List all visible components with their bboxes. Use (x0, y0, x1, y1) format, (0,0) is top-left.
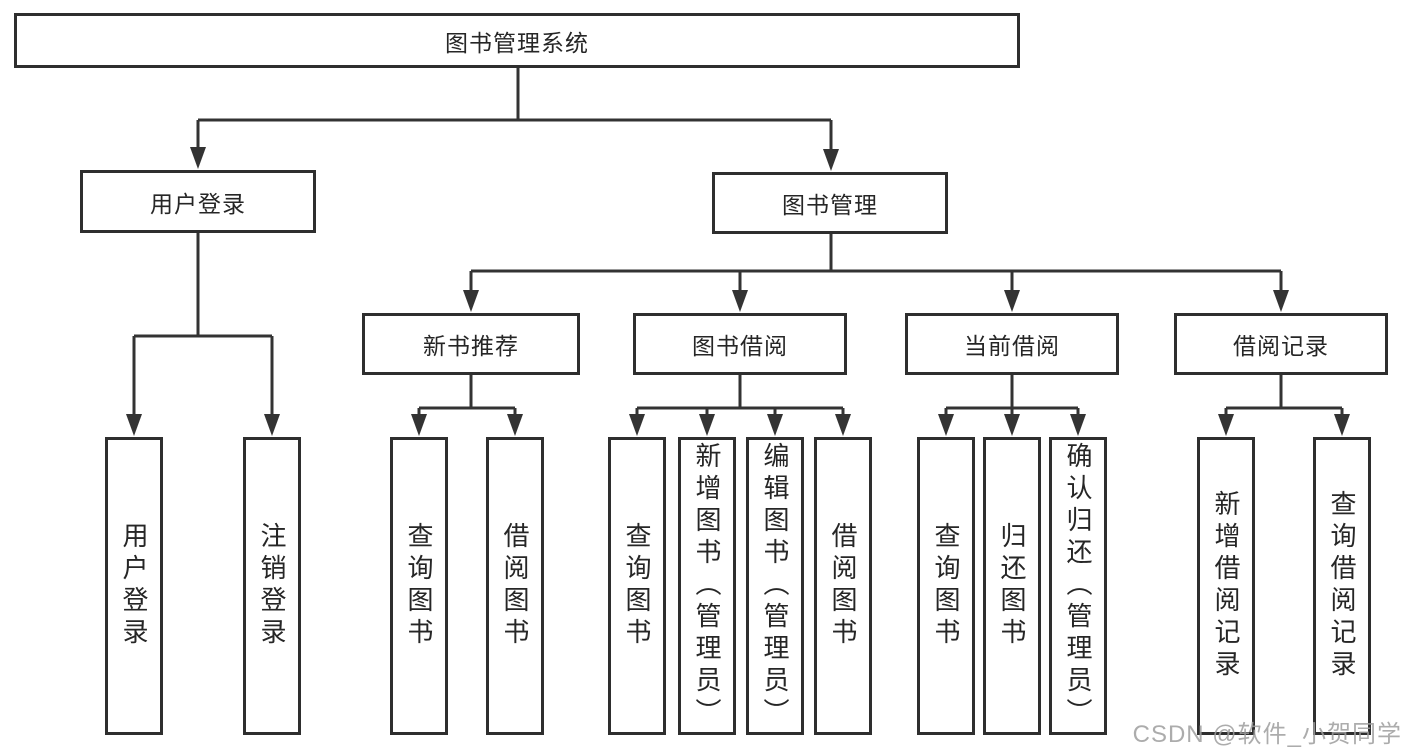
leaf-borrow-books: 借阅图书 (814, 437, 872, 735)
leaf-query-books-recommend: 查询图书 (390, 437, 448, 735)
leaf-user-login: 用户登录 (105, 437, 163, 735)
leaf-add-books-admin: 新增图书（管理员） (678, 437, 736, 735)
arrowhead (823, 149, 839, 171)
arrowhead (126, 414, 142, 436)
node-label: 新书推荐 (423, 333, 519, 359)
node-current-borrowing: 当前借阅 (905, 313, 1119, 375)
arrowhead (190, 147, 206, 169)
arrowhead (264, 414, 280, 436)
csdn-watermark: CSDN @软件_小贺同学 (1132, 721, 1402, 747)
node-label: 借阅图书 (828, 522, 858, 650)
node-root-library-management-system: 图书管理系统 (14, 13, 1020, 68)
leaf-add-borrow-record: 新增借阅记录 (1197, 437, 1255, 735)
node-book-management: 图书管理 (712, 172, 948, 234)
node-label: 图书借阅 (692, 333, 788, 359)
leaf-query-borrow-record: 查询借阅记录 (1313, 437, 1371, 735)
arrowhead (1273, 290, 1289, 312)
arrowhead (507, 414, 523, 436)
node-label: 归还图书 (997, 522, 1027, 650)
node-label: 查询借阅记录 (1327, 490, 1357, 682)
node-label: 用户登录 (150, 190, 246, 217)
arrow-stems (132, 120, 1344, 416)
arrowhead (767, 414, 783, 436)
node-label: 确认归还（管理员） (1063, 442, 1093, 730)
connector-segments (134, 68, 1342, 410)
node-label: 图书管理系统 (445, 29, 589, 56)
node-label: 用户登录 (119, 522, 149, 650)
arrowhead (1070, 414, 1086, 436)
node-book-borrowing: 图书借阅 (633, 313, 847, 375)
node-label: 查询图书 (931, 522, 961, 650)
node-label: 当前借阅 (964, 333, 1060, 359)
node-label: 新增图书（管理员） (692, 442, 722, 730)
leaf-logout: 注销登录 (243, 437, 301, 735)
leaf-edit-books-admin: 编辑图书（管理员） (746, 437, 804, 735)
arrowhead (938, 414, 954, 436)
arrowhead (463, 290, 479, 312)
node-borrowing-records: 借阅记录 (1174, 313, 1388, 375)
arrowhead (699, 414, 715, 436)
arrowhead (732, 290, 748, 312)
node-user-login: 用户登录 (80, 170, 316, 233)
leaf-query-books-current: 查询图书 (917, 437, 975, 735)
arrowhead (1004, 290, 1020, 312)
node-label: 注销登录 (257, 522, 287, 650)
arrowheads (126, 147, 1350, 436)
node-new-book-recommend: 新书推荐 (362, 313, 580, 375)
arrowhead (411, 414, 427, 436)
arrowhead (835, 414, 851, 436)
leaf-borrow-books-recommend: 借阅图书 (486, 437, 544, 735)
arrowhead (1334, 414, 1350, 436)
node-label: 查询图书 (404, 522, 434, 650)
node-label: 借阅记录 (1233, 333, 1329, 359)
node-label: 图书管理 (782, 192, 878, 218)
arrowhead (1218, 414, 1234, 436)
leaf-return-books: 归还图书 (983, 437, 1041, 735)
leaf-confirm-return-admin: 确认归还（管理员） (1049, 437, 1107, 735)
arrowhead (629, 414, 645, 436)
leaf-query-books-borrowing: 查询图书 (608, 437, 666, 735)
node-label: 查询图书 (622, 522, 652, 650)
node-label: 新增借阅记录 (1211, 490, 1241, 682)
arrowhead (1004, 414, 1020, 436)
node-label: 借阅图书 (500, 522, 530, 650)
node-label: 编辑图书（管理员） (760, 442, 790, 730)
